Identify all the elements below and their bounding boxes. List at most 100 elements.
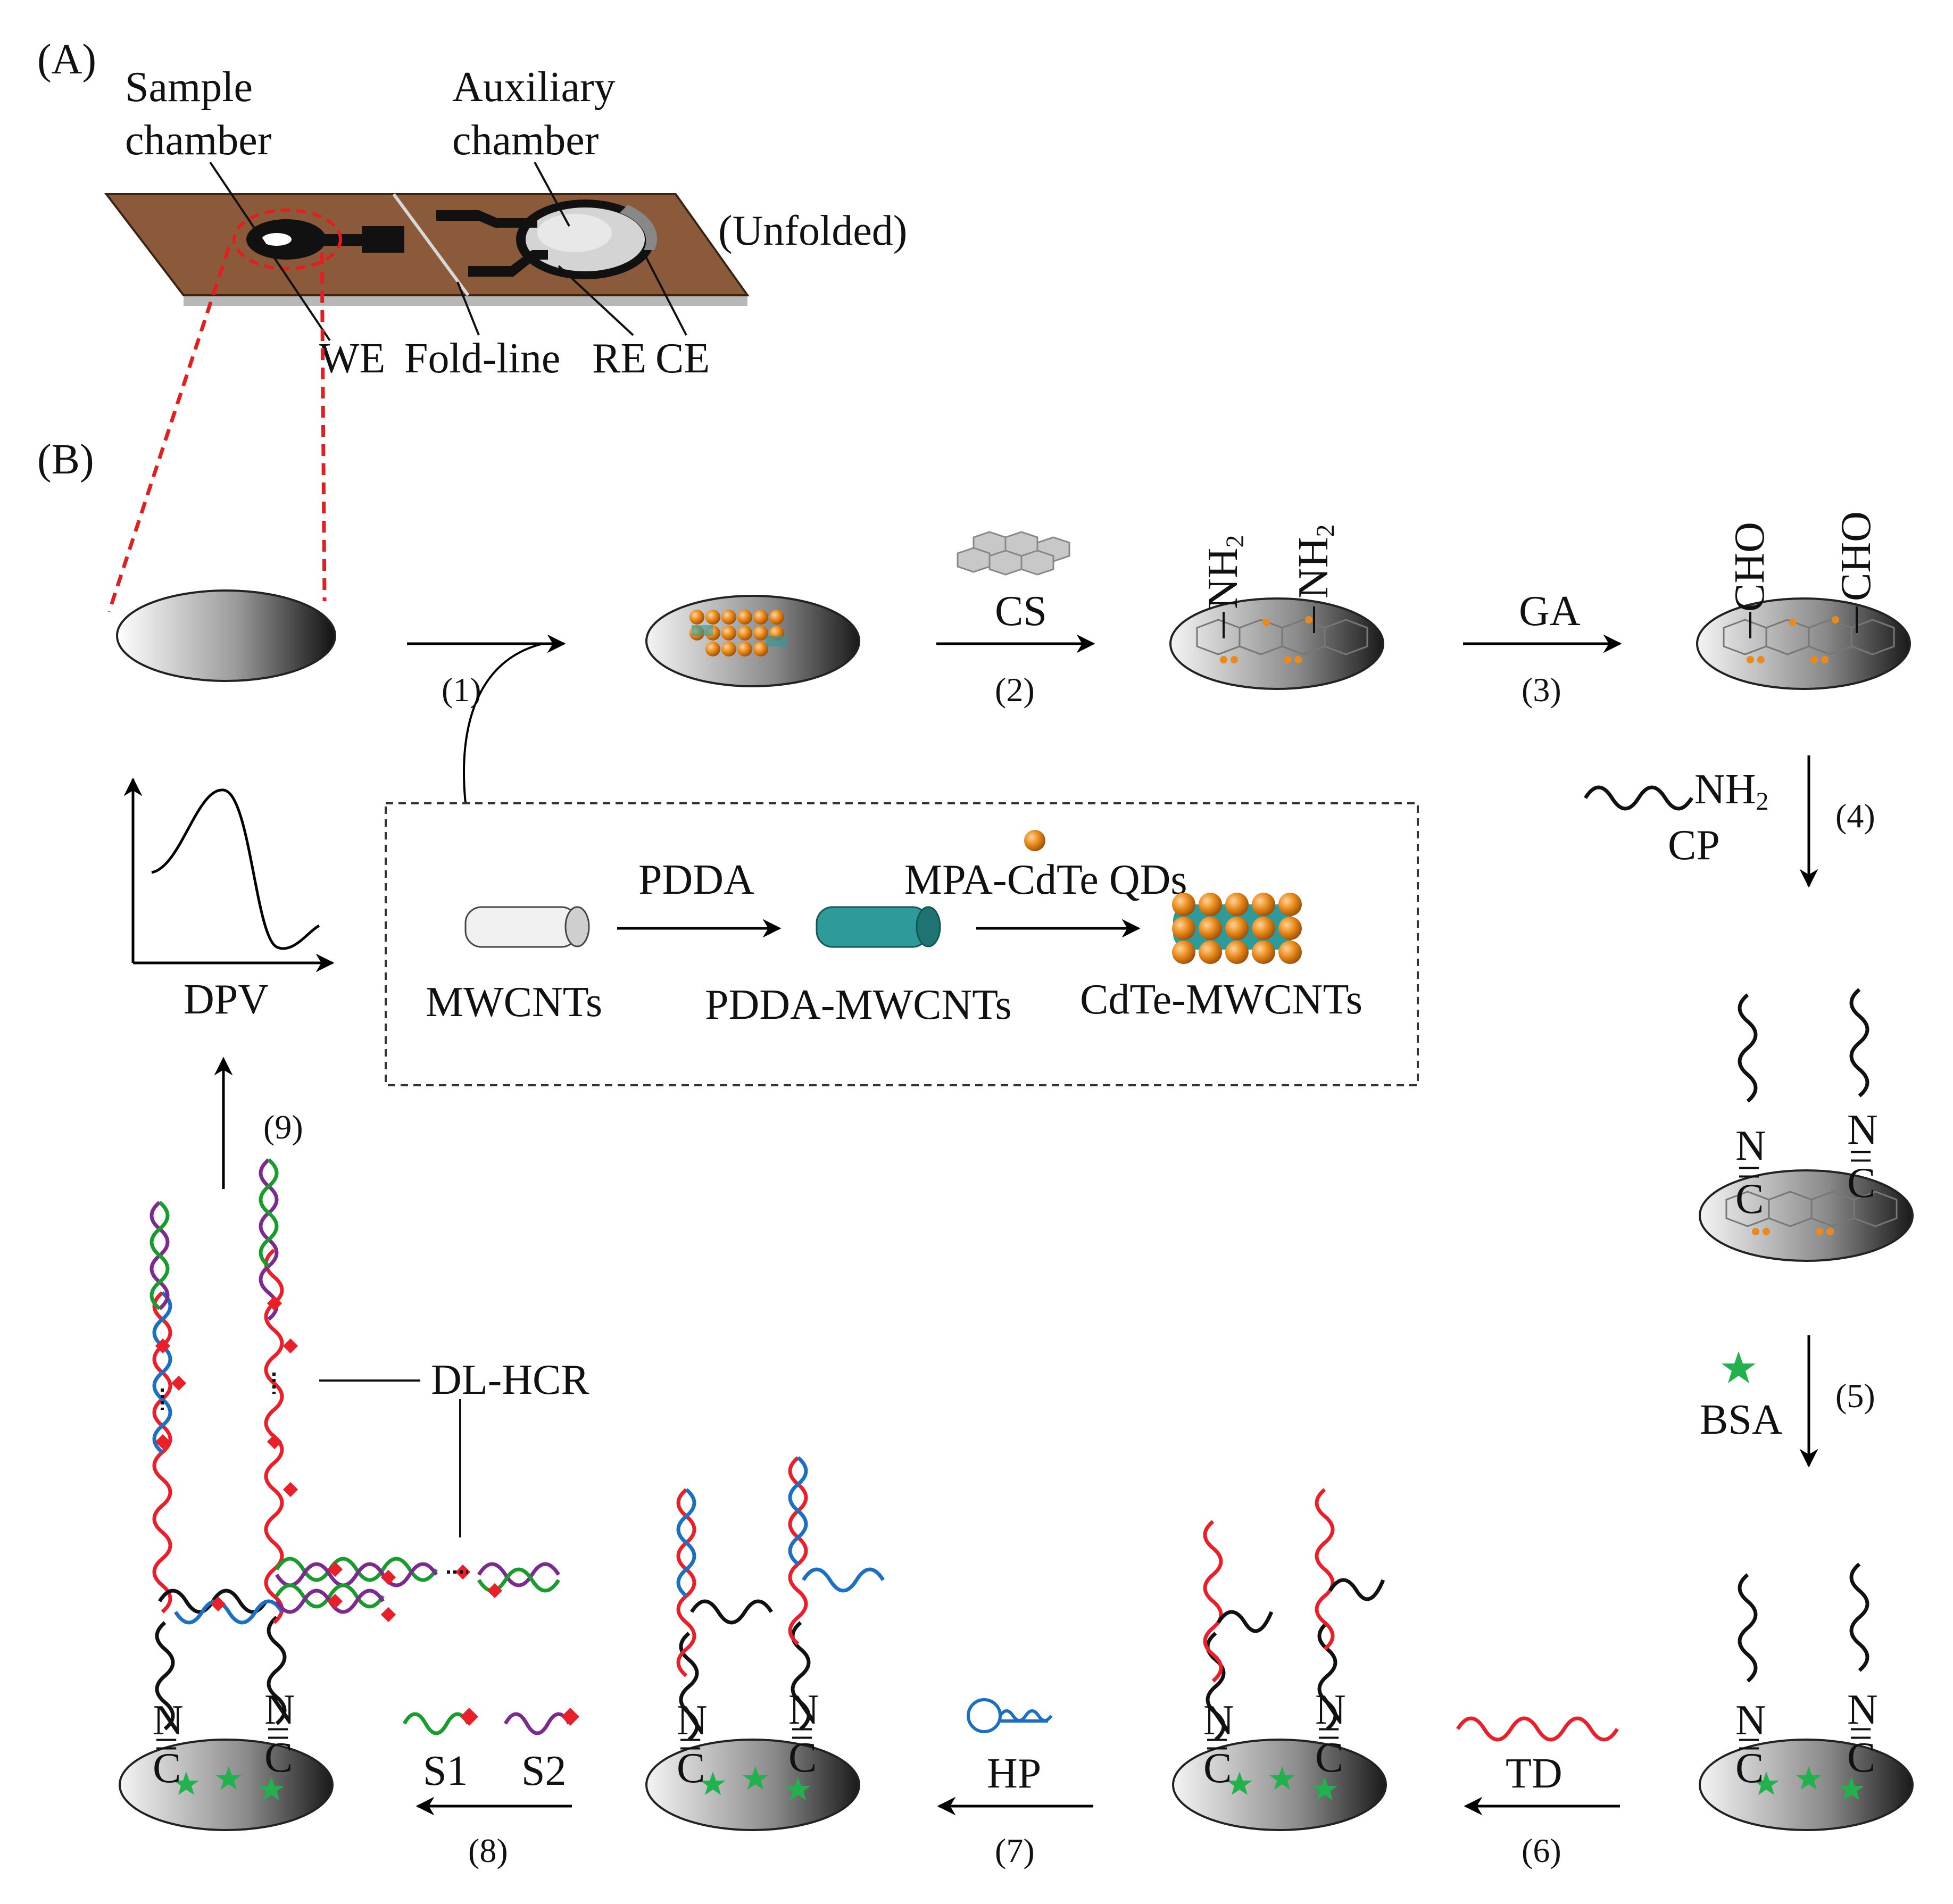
s2-label: S2 (521, 1748, 567, 1794)
svg-text:C: C (1847, 1734, 1875, 1781)
svg-text:=: = (790, 1710, 814, 1757)
cdte-mwcnts-label: CdTe-MWCNTs (1080, 976, 1362, 1023)
svg-text:N: N (153, 1697, 184, 1744)
svg-text:N: N (264, 1686, 295, 1733)
bsa-linkage-left: N = C (1735, 1697, 1766, 1792)
pdda-mwcnts-label: PDDA-MWCNTs (705, 982, 1012, 1028)
dpv-label: DPV (184, 976, 269, 1023)
we-label: WE (319, 335, 385, 382)
s2-strand-icon (503, 1712, 571, 1735)
cp-strand-icon (1584, 785, 1693, 811)
svg-text:C: C (1315, 1734, 1343, 1781)
step-6-label: (6) (1522, 1832, 1561, 1869)
svg-text:C: C (788, 1734, 817, 1781)
svg-text:N: N (677, 1697, 708, 1744)
bsa-label: BSA (1700, 1396, 1783, 1443)
svg-text:C: C (1735, 1176, 1764, 1223)
cho-group-2: CHO (1833, 511, 1880, 601)
panel-a-label: (A) (37, 36, 96, 83)
svg-text:=: = (1849, 1710, 1873, 1757)
nh2-group-1: NH2 (1200, 535, 1249, 609)
svg-text:=: = (1205, 1721, 1229, 1768)
chitosan-sheet-icon (957, 531, 1070, 576)
hp-linkage-right: N = C (788, 1686, 819, 1781)
we-highlight-circle (232, 209, 342, 270)
electrode-cs-nh2 (1169, 597, 1384, 690)
svg-text:N: N (1847, 1107, 1878, 1153)
dpv-peak-curve (151, 788, 320, 950)
electrode-bsa (1699, 1562, 1914, 1831)
svg-text:N: N (1315, 1686, 1346, 1733)
hp-label: HP (987, 1750, 1041, 1797)
electrode-dl-hcr (119, 1158, 560, 1831)
step-8-label: (8) (468, 1832, 508, 1869)
svg-text:=: = (154, 1721, 178, 1768)
fold-line-mark (392, 193, 470, 296)
hp-linkage-left: N = C (677, 1697, 708, 1792)
hcr-linkage-left: N = C (153, 1697, 184, 1792)
step-2-label: (2) (995, 671, 1035, 709)
step-3-label: (3) (1522, 671, 1561, 709)
electrode-cdte-mwcnts (645, 595, 860, 687)
step-1-label: (1) (442, 671, 481, 709)
cp-nh2-label: NH2 (1694, 766, 1769, 816)
svg-text:=: = (1737, 1721, 1761, 1768)
electrode-cp (1699, 988, 1914, 1262)
svg-text:N: N (1203, 1697, 1234, 1744)
svg-text:N: N (1735, 1123, 1766, 1169)
electrode-ga-cho (1696, 597, 1911, 690)
fold-line-label: Fold-line (404, 335, 560, 382)
ce-label: CE (655, 335, 710, 382)
electrode-td (1172, 1488, 1387, 1831)
sample-chamber-label-line1: Sample (125, 64, 253, 111)
sample-chamber-label-line2: chamber (125, 117, 271, 164)
cho-group-1: CHO (1726, 522, 1773, 612)
svg-text:N: N (1735, 1697, 1766, 1744)
unfolded-label: (Unfolded) (718, 207, 907, 254)
svg-text:=: = (1317, 1710, 1341, 1757)
auxiliary-chamber-label-line1: Auxiliary (452, 64, 616, 111)
hcr-linkage-right: N = C (264, 1686, 295, 1781)
step-7-label: (7) (995, 1832, 1035, 1869)
mwcnts-label: MWCNTs (426, 979, 602, 1026)
svg-text:=: = (1737, 1149, 1761, 1196)
dpv-plot (123, 777, 335, 972)
svg-text:N: N (788, 1686, 819, 1733)
td-strand-icon (1456, 1716, 1619, 1742)
svg-text:=: = (266, 1710, 290, 1757)
svg-text:C: C (264, 1734, 293, 1781)
step-4-label: (4) (1835, 797, 1875, 835)
svg-text:N: N (1847, 1686, 1878, 1733)
svg-text:=: = (1849, 1133, 1873, 1180)
bsa-linkage-right: N = C (1847, 1686, 1878, 1781)
panel-b-label: (B) (37, 436, 94, 483)
auxiliary-chamber-label-line2: chamber (452, 117, 599, 164)
svg-text:C: C (1735, 1745, 1764, 1792)
svg-text:C: C (677, 1745, 705, 1792)
cdte-mwcnt-tube-icon (1172, 893, 1302, 964)
cp-linkage-right: N = C (1847, 1107, 1878, 1207)
nh2-group-2: NH2 (1290, 524, 1340, 598)
td-linkage-right: N = C (1315, 1686, 1346, 1781)
svg-text:=: = (678, 1721, 702, 1768)
hp-hairpin-icon (967, 1698, 1053, 1733)
step-9-label: (9) (263, 1108, 303, 1146)
re-label: RE (592, 335, 646, 382)
cs-label: CS (995, 588, 1047, 635)
pdda-label: PDDA (638, 857, 754, 903)
s1-strand-icon (402, 1712, 470, 1735)
bare-electrode (116, 589, 336, 682)
dl-hcr-label: DL-HCR (431, 1357, 589, 1403)
svg-text:C: C (153, 1745, 181, 1792)
bsa-star-icon (1722, 1351, 1756, 1383)
ga-label: GA (1519, 588, 1581, 635)
svg-text:C: C (1203, 1745, 1232, 1792)
paper-device (104, 193, 750, 306)
step-5-label: (5) (1835, 1377, 1875, 1415)
cp-label: CP (1668, 822, 1720, 869)
electrode-hp (645, 1456, 885, 1831)
inset-box (385, 802, 1419, 1086)
svg-text:C: C (1847, 1160, 1875, 1207)
s1-label: S1 (423, 1748, 468, 1794)
